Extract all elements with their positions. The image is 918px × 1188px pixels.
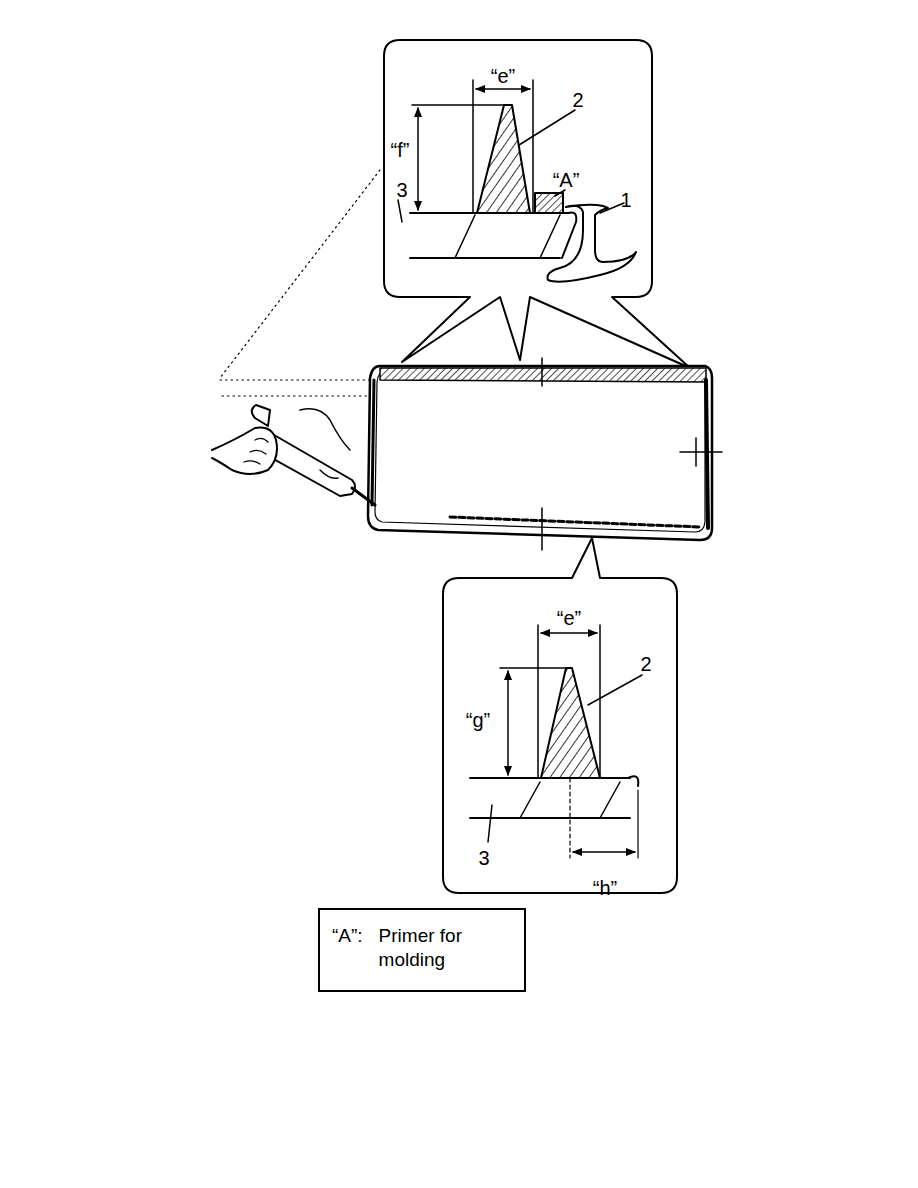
callout-number: 1: [618, 189, 633, 211]
dimension-label: “f”: [389, 139, 412, 161]
dimension-label: “e”: [555, 607, 583, 629]
callout-number: 3: [476, 847, 491, 869]
legend-box: “A”: Primer for molding: [318, 908, 526, 992]
legend-text: Primer for molding: [379, 924, 489, 972]
callout-number: 2: [638, 653, 653, 675]
legend-key: “A”:: [332, 924, 363, 948]
dimension-label: “h”: [591, 877, 619, 899]
callout-number: 3: [394, 179, 409, 201]
callout-number: 2: [570, 89, 585, 111]
dimension-label: “e”: [489, 65, 517, 87]
dimension-label: “A”: [551, 169, 582, 191]
dimension-label: “g”: [464, 709, 492, 731]
